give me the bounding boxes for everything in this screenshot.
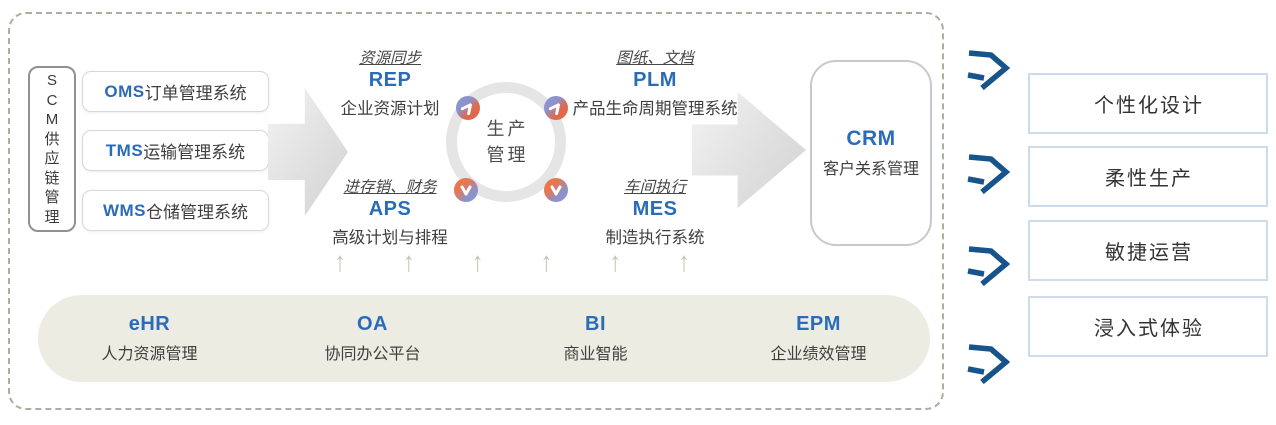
wms-code: WMS	[102, 200, 147, 220]
outcome-arrow-icon	[967, 50, 1010, 90]
production-line2: 管理	[486, 145, 529, 165]
outcome-box-flexible-production: 柔性生产	[1028, 146, 1268, 207]
module-mes: 车间执行 MES 制造执行系统	[562, 175, 748, 248]
ehr-code: eHR	[128, 313, 171, 335]
oms-name: 订单管理系统	[144, 84, 247, 103]
production-ring	[446, 82, 566, 202]
scm-char: 链	[44, 169, 60, 187]
bi-name: 商业智能	[563, 346, 628, 363]
tms-name: 运输管理系统	[143, 143, 246, 162]
base-platform-bar: eHR 人力资源管理 OA 协同办公平台 BI 商业智能 EPM 企业绩效管理	[38, 295, 930, 382]
plm-name: 产品生命周期管理系统	[572, 100, 738, 118]
outcome-arrow-icon	[967, 154, 1010, 194]
rep-code: REP	[368, 69, 412, 91]
platform-epm: EPM 企业绩效管理	[707, 313, 930, 364]
up-arrow-icon: ↑	[609, 246, 622, 278]
dashed-frame	[8, 12, 944, 410]
up-arrow-icon: ↑	[677, 246, 690, 278]
rep-tag: 资源同步	[358, 50, 421, 67]
plm-tag: 图纸、文档	[616, 50, 694, 67]
crm-box: CRM 客户关系管理	[810, 60, 932, 246]
oa-code: OA	[357, 313, 388, 335]
up-arrow-icon: ↑	[471, 246, 484, 278]
outcome-box-immersive-experience: 浸入式体验	[1028, 296, 1268, 357]
module-rep: 资源同步 REP 企业资源计划	[325, 46, 455, 119]
platform-ehr: eHR 人力资源管理	[38, 313, 261, 364]
aps-tag: 进存销、财务	[343, 179, 437, 196]
mes-code: MES	[632, 198, 678, 220]
module-aps: 进存销、财务 APS 高级计划与排程	[312, 175, 468, 248]
scm-panel: S C M 供 应 链 管 理	[28, 66, 76, 232]
mes-tag: 车间执行	[623, 179, 686, 196]
up-arrow-icon: ↑	[540, 246, 553, 278]
oms-code: OMS	[104, 81, 145, 101]
sync-arrow-icon	[544, 178, 568, 202]
sync-arrow-icon	[454, 178, 478, 202]
scm-char: C	[46, 91, 58, 109]
bi-code: BI	[585, 313, 606, 335]
epm-code: EPM	[796, 313, 841, 335]
scm-char: M	[45, 111, 59, 128]
plm-code: PLM	[633, 69, 677, 91]
outcome-arrow-icon	[967, 344, 1010, 384]
up-arrow-icon: ↑	[334, 246, 346, 278]
rep-name: 企业资源计划	[340, 100, 440, 118]
ehr-name: 人力资源管理	[101, 346, 198, 363]
sync-arrow-icon	[544, 96, 568, 120]
scm-char: 供	[44, 130, 60, 148]
wms-name: 仓储管理系统	[146, 203, 249, 222]
mes-name: 制造执行系统	[605, 229, 705, 247]
up-arrows-row: ↑ ↑ ↑ ↑ ↑ ↑	[334, 246, 690, 278]
scm-char: 理	[44, 208, 60, 226]
platform-oa: OA 协同办公平台	[261, 313, 484, 364]
platform-bi: BI 商业智能	[484, 313, 707, 364]
aps-code: APS	[368, 198, 412, 220]
production-ring-label: 生产 管理	[446, 82, 566, 202]
oa-name: 协同办公平台	[324, 346, 421, 363]
up-arrow-icon: ↑	[402, 246, 415, 278]
scm-char: S	[46, 72, 57, 89]
production-line1: 生产	[486, 119, 529, 139]
epm-name: 企业绩效管理	[770, 346, 867, 363]
crm-name: 客户关系管理	[822, 161, 919, 178]
aps-name: 高级计划与排程	[332, 229, 448, 247]
outcome-box-agile-operations: 敏捷运营	[1028, 220, 1268, 281]
module-plm: 图纸、文档 PLM 产品生命周期管理系统	[560, 46, 750, 119]
scm-char: 应	[44, 150, 60, 167]
sync-arrow-icon	[456, 96, 480, 120]
outcome-box-personalized-design: 个性化设计	[1028, 73, 1268, 134]
crm-code: CRM	[846, 127, 896, 150]
scm-char: 管	[44, 189, 60, 206]
tms-code: TMS	[105, 140, 144, 160]
outcome-arrow-icon	[967, 246, 1010, 286]
